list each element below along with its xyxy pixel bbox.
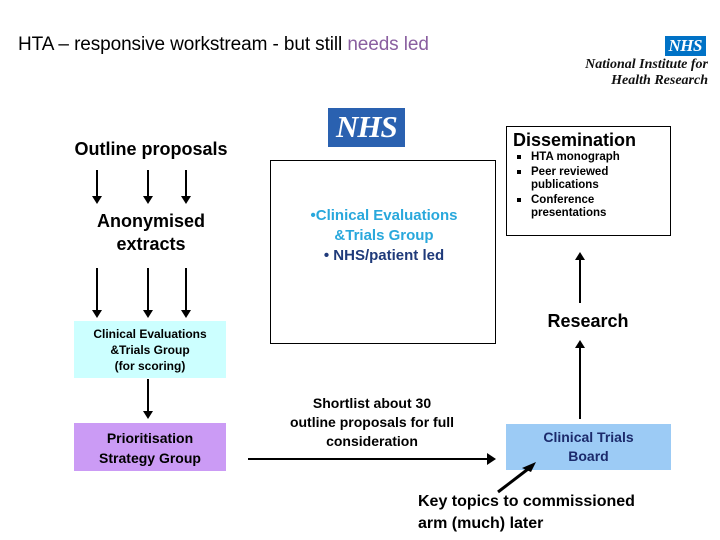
nihr-wordmark: National Institute for Health Research xyxy=(548,57,708,89)
key-topics-line-1: Key topics to commissioned xyxy=(418,493,635,510)
arrow-line-a2 xyxy=(147,170,149,198)
centre-box-line-1: •Clinical Evaluations xyxy=(310,207,458,224)
list-item: Conference presentations xyxy=(513,194,666,221)
arrow-head-a3 xyxy=(181,196,191,204)
box-clinical-evaluations-trials-group: •Clinical Evaluations &Trials Group • NH… xyxy=(270,160,496,344)
arrow-key-topics-diagonal xyxy=(497,462,536,494)
square-bullet-icon xyxy=(517,155,521,159)
page-title: HTA – responsive workstream - but still … xyxy=(18,33,429,57)
arrow-head-research-to-dissemination xyxy=(575,252,585,260)
nhs-logo-icon: NHS xyxy=(664,36,706,56)
scoring-box-line-1: Clinical Evaluations xyxy=(93,327,207,341)
arrow-head-c1 xyxy=(143,411,153,419)
arrow-line-b3 xyxy=(185,268,187,312)
dissemination-title: Dissemination xyxy=(513,130,637,150)
scoring-box-line-2: &Trials Group xyxy=(110,343,190,357)
caption-shortlist: Shortlist about 30 outline proposals for… xyxy=(248,394,496,451)
arrow-line-a3 xyxy=(185,170,187,198)
arrow-head-b3 xyxy=(181,310,191,318)
scoring-box-line-3: (for scoring) xyxy=(114,359,186,373)
arrow-line-ctb-to-research xyxy=(579,347,581,419)
centre-box-heading: •Clinical Evaluations &Trials Group xyxy=(271,206,497,246)
dissemination-item-label: Conference presentations xyxy=(531,193,607,220)
box-prioritisation-strategy-group: Prioritisation Strategy Group xyxy=(74,423,226,471)
dissemination-item-label: Peer reviewed publications xyxy=(531,165,609,192)
dissemination-list: HTA monograph Peer reviewed publications… xyxy=(513,151,666,221)
nihr-logo: NHS National Institute for Health Resear… xyxy=(548,36,708,88)
node-outline-proposals: Outline proposals xyxy=(74,139,228,159)
page-title-accent: needs led xyxy=(347,34,429,55)
caption-key-topics: Key topics to commissioned arm (much) la… xyxy=(418,491,708,535)
arrow-line-b2 xyxy=(147,268,149,312)
page-title-main: HTA – responsive workstream - but still xyxy=(18,34,348,55)
list-item: Peer reviewed publications xyxy=(513,166,666,193)
arrow-line-b1 xyxy=(96,268,98,312)
ctb-line-1: Clinical Trials xyxy=(543,429,634,445)
anonymised-extracts-line-1: Anonymised xyxy=(96,211,206,231)
arrow-line-research-to-dissemination xyxy=(579,259,581,303)
key-topics-line-2: arm (much) later xyxy=(418,515,544,532)
box-clinical-trials-board: Clinical Trials Board xyxy=(506,424,671,470)
dissemination-item-label: HTA monograph xyxy=(531,151,620,163)
shortlist-line-3: consideration xyxy=(326,433,418,449)
nihr-line-2: Health Research xyxy=(611,73,708,88)
square-bullet-icon xyxy=(517,169,521,174)
box-clinical-evaluations-scoring: Clinical Evaluations &Trials Group (for … xyxy=(74,321,226,378)
node-research: Research xyxy=(547,311,629,331)
arrow-head-b1 xyxy=(92,310,102,318)
psg-line-2: Strategy Group xyxy=(99,450,201,466)
box-dissemination: Dissemination HTA monograph Peer reviewe… xyxy=(506,126,671,236)
arrow-head-b2 xyxy=(143,310,153,318)
arrow-line-a1 xyxy=(96,170,98,198)
node-anonymised-extracts: Anonymised extracts xyxy=(56,210,246,256)
centre-box-line-2: &Trials Group xyxy=(334,227,434,244)
shortlist-line-2: outline proposals for full xyxy=(289,414,455,430)
arrow-head-psg-to-ctb xyxy=(487,453,496,465)
centre-box-line-3: • NHS/patient led xyxy=(323,247,445,264)
arrow-line-c1 xyxy=(147,379,149,413)
nhs-large-logo-icon: NHS xyxy=(328,108,405,147)
arrow-head-ctb-to-research xyxy=(575,340,585,348)
shortlist-line-1: Shortlist about 30 xyxy=(312,395,432,411)
arrow-line-psg-to-ctb xyxy=(248,458,488,460)
nihr-line-1: National Institute for xyxy=(585,57,708,72)
psg-line-1: Prioritisation xyxy=(106,430,194,446)
square-bullet-icon xyxy=(517,197,521,202)
arrow-head-a1 xyxy=(92,196,102,204)
list-item: HTA monograph xyxy=(513,151,666,165)
nihr-nhs-mark-row: NHS xyxy=(548,36,708,56)
anonymised-extracts-line-2: extracts xyxy=(116,234,186,254)
ctb-line-2: Board xyxy=(568,448,609,464)
arrow-head-a2 xyxy=(143,196,153,204)
